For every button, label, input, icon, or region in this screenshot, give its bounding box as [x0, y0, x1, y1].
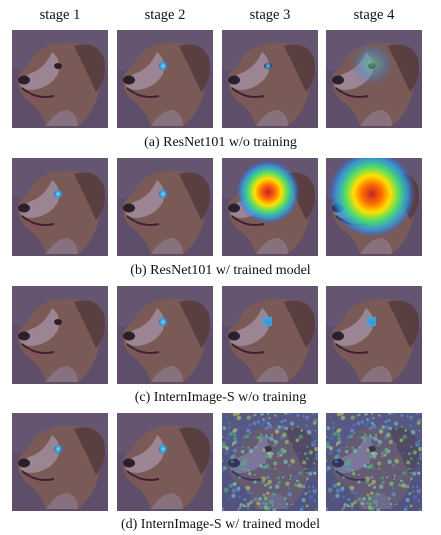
- dog-eye: [54, 319, 62, 325]
- activation-tile-r4-stage1: [12, 413, 108, 511]
- dog-nose: [18, 331, 30, 341]
- dog-ear: [74, 172, 105, 220]
- dog-eye: [54, 63, 62, 69]
- dog-ear: [284, 44, 315, 92]
- activation-tile-r4-stage3: [222, 413, 318, 511]
- activation-scatter: [326, 413, 422, 511]
- activation-dot: [158, 444, 168, 454]
- dog-ear: [74, 300, 105, 348]
- dog-ear: [179, 172, 210, 220]
- dog-nose: [332, 331, 344, 341]
- activation-square: [367, 317, 376, 326]
- dog-head: [17, 425, 101, 509]
- stage-header: stage 1 stage 2 stage 3 stage 4: [0, 0, 441, 30]
- dog-ear: [179, 44, 210, 92]
- activation-dot: [158, 61, 168, 71]
- dog-nose: [228, 331, 240, 341]
- dog-head: [122, 170, 206, 254]
- activation-tile-r2-stage1: [12, 158, 108, 256]
- dog-head: [331, 298, 415, 382]
- dog-nose: [123, 203, 135, 213]
- dog-nose: [123, 331, 135, 341]
- dog-nose: [228, 203, 240, 213]
- dog-eye: [264, 446, 272, 452]
- activation-tile-r1-stage4: [326, 30, 422, 128]
- dog-head: [122, 298, 206, 382]
- dog-nose: [332, 458, 344, 468]
- dog-ear: [179, 427, 210, 475]
- activation-tile-r2-stage2: [117, 158, 213, 256]
- dog-head: [17, 170, 101, 254]
- activation-tile-r4-stage2: [117, 413, 213, 511]
- dog-head: [227, 298, 311, 382]
- activation-tile-r2-stage3: [222, 158, 318, 256]
- dog-nose: [228, 458, 240, 468]
- dog-head: [122, 425, 206, 509]
- activation-dot: [53, 189, 63, 199]
- stage-label-2: stage 2: [144, 7, 186, 23]
- dog-nose: [123, 75, 135, 85]
- dog-ear: [388, 427, 419, 475]
- dog-head: [122, 42, 206, 126]
- activation-dot: [158, 317, 168, 327]
- stage-label-4: stage 4: [353, 7, 395, 23]
- activation-scatter: [222, 413, 318, 511]
- stage-label-3: stage 3: [249, 7, 291, 23]
- activation-blob: [350, 42, 394, 86]
- activation-tile-r3-stage2: [117, 286, 213, 384]
- activation-tile-r4-stage4: [326, 413, 422, 511]
- activation-tile-r3-stage1: [12, 286, 108, 384]
- activation-heatmap: [328, 158, 416, 238]
- dog-head: [227, 42, 311, 126]
- dog-nose: [123, 458, 135, 468]
- activation-tile-r2-stage4: [326, 158, 422, 256]
- activation-tile-r1-stage3: [222, 30, 318, 128]
- activation-dot: [158, 189, 168, 199]
- dog-head: [17, 42, 101, 126]
- activation-tile-r1-stage2: [117, 30, 213, 128]
- dog-eye: [368, 446, 376, 452]
- dog-ear: [284, 300, 315, 348]
- dog-ear: [74, 427, 105, 475]
- caption-row-d: (d) InternImage-S w/ trained model: [120, 517, 321, 532]
- dog-nose: [18, 458, 30, 468]
- activation-tile-r1-stage1: [12, 30, 108, 128]
- activation-dot: [264, 62, 272, 70]
- activation-heatmap: [236, 160, 300, 224]
- dog-nose: [228, 75, 240, 85]
- dog-head: [17, 298, 101, 382]
- dog-ear: [284, 427, 315, 475]
- stage-label-1: stage 1: [39, 7, 81, 23]
- activation-dot: [53, 444, 63, 454]
- dog-nose: [18, 203, 30, 213]
- caption-row-a: (a) ResNet101 w/o training: [144, 135, 297, 150]
- activation-square: [263, 317, 272, 326]
- dog-ear: [388, 44, 419, 92]
- dog-nose: [18, 75, 30, 85]
- caption-row-b: (b) ResNet101 w/ trained model: [130, 263, 311, 278]
- dog-ear: [388, 300, 419, 348]
- activation-tile-r3-stage3: [222, 286, 318, 384]
- dog-nose: [332, 75, 344, 85]
- caption-row-c: (c) InternImage-S w/o training: [134, 390, 307, 405]
- dog-ear: [74, 44, 105, 92]
- dog-ear: [179, 300, 210, 348]
- activation-tile-r3-stage4: [326, 286, 422, 384]
